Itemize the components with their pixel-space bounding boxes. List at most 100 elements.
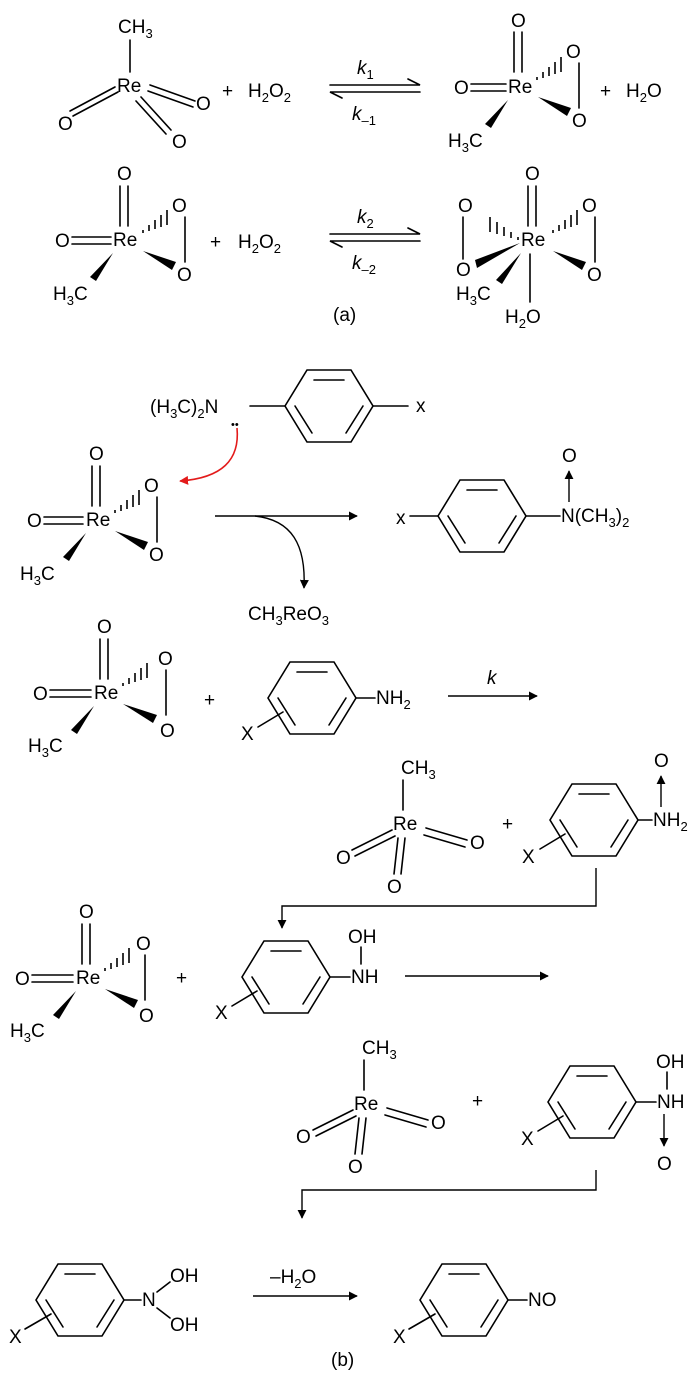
wedge-bond [105, 989, 138, 1008]
nh-group: NH [657, 1092, 684, 1113]
rate-constant-k1: k1 [357, 58, 374, 82]
lone-pair-dots: •• [231, 419, 239, 431]
equilibrium-arrow-1: k1 k–1 [329, 58, 421, 128]
oxo-label: O [15, 969, 30, 990]
peroxo-oxygen-label: O [572, 111, 587, 132]
peroxo-oxygen-label: O [144, 476, 159, 497]
monoperoxo-complex-a1: O Re O O O H3C [448, 11, 587, 155]
oxo-label: O [55, 231, 70, 252]
rhenium-label: Re [76, 968, 100, 989]
wedge-bond [553, 251, 586, 270]
wedge-bond [496, 253, 521, 284]
wedge-bond [485, 100, 508, 128]
oxo-label: O [431, 1113, 446, 1134]
peroxo-oxygen-label: O [582, 196, 597, 217]
oxo-label: O [89, 444, 104, 465]
hashed-bond [114, 490, 140, 513]
methyl-label: H3C [53, 284, 88, 308]
wedge-bond [143, 251, 176, 270]
hydroxyl-group: OH [170, 1315, 199, 1336]
amino-group: NH2 [653, 810, 688, 834]
benzene-ring [35, 1263, 125, 1337]
rate-constant-k-minus1: k–1 [352, 104, 376, 128]
benzene-ring [547, 1065, 637, 1139]
rhenium-label: Re [354, 1094, 378, 1115]
hashed-bond [104, 948, 130, 971]
rate-constant-k-minus2: k–2 [352, 253, 376, 277]
substituent-x: x [396, 508, 406, 529]
mto-methyl-label: CH3 [362, 1038, 397, 1062]
panel-label-b: (b) [331, 1350, 354, 1371]
substituent-x: X [522, 847, 535, 868]
oxo-label: O [348, 1157, 363, 1178]
oxo-label: O [27, 511, 42, 532]
aniline: NH2 X [241, 661, 411, 745]
methyl-label: H3C [448, 131, 483, 155]
oxo-label: O [525, 164, 540, 185]
rhenium-label: Re [94, 683, 118, 704]
mto-methyl-label: CH3 [118, 17, 153, 41]
monoperoxo-complex-b1: O Re O O O H3C [20, 444, 164, 588]
rhenium-label: Re [393, 814, 417, 835]
rhenium-label: Re [521, 230, 545, 251]
diperoxo-complex-a2: O Re O O O O H3C H2O [456, 164, 602, 331]
peroxo-oxygen-label: O [456, 260, 471, 281]
nitroso-group: NO [528, 1290, 557, 1311]
oxo-label: O [336, 848, 351, 869]
oxo-label: O [58, 114, 73, 135]
peroxo-oxygen-label: O [566, 42, 581, 63]
byproduct-arrow [254, 515, 309, 589]
oxo-label: O [511, 11, 526, 32]
hydrogen-peroxide: H2O2 [248, 81, 291, 105]
rhenium-label: Re [508, 77, 532, 98]
n-oxide-oxygen: O [562, 446, 577, 467]
methyl-label: H3C [28, 736, 63, 760]
n-arylhydroxylamine-n-oxide: NH OH O X [521, 1052, 685, 1175]
wedge-bond [115, 531, 148, 550]
benzene-ring [284, 369, 374, 443]
wedge-bond [90, 253, 113, 281]
mto-methyl-label: CH3 [401, 758, 436, 782]
hydroxyl-group: OH [170, 1266, 199, 1287]
oxo-label: O [387, 877, 402, 898]
hydroxyl-group: OH [656, 1052, 685, 1073]
mto-b3: CH3 Re O O O [296, 1038, 446, 1178]
dihydroxylamine: N OH OH X [9, 1263, 199, 1348]
rhenium-label: Re [117, 76, 141, 97]
rate-constant-k: k [487, 668, 498, 689]
dimethylamino-group: (H3C)2N [150, 397, 218, 421]
oxo-label: O [470, 833, 485, 854]
panel-label-a: (a) [333, 305, 356, 326]
peroxo-oxygen-label: O [139, 1006, 154, 1027]
peroxo-oxygen-label: O [160, 721, 175, 742]
oxo-label: O [33, 684, 48, 705]
hashed-bond [489, 217, 519, 240]
benzene-ring [549, 783, 639, 857]
substituent-x: X [393, 1327, 406, 1348]
monoperoxo-complex-b3: O Re O O O H3C [10, 902, 154, 1045]
water-ligand: H2O [505, 307, 541, 331]
connector-arrow [297, 1170, 597, 1219]
wedge-bond [53, 991, 76, 1019]
mto-byproduct: CH3ReO3 [248, 604, 329, 628]
water: H2O [626, 81, 662, 105]
methyl-label: H3C [10, 1021, 45, 1045]
rhenium-label: Re [113, 230, 137, 251]
substituent-x: X [521, 1129, 534, 1150]
n-oxide-amine: N(CH3)2 [561, 506, 629, 530]
nitrogen-label: N [142, 1290, 156, 1311]
monoperoxo-complex-b2: O Re O O O H3C [28, 617, 175, 760]
methyl-label: H3C [456, 284, 491, 308]
plus-sign: + [204, 690, 215, 711]
oxo-label: O [79, 902, 94, 923]
peroxo-oxygen-label: O [177, 265, 192, 286]
wedge-bond [475, 243, 520, 268]
plus-sign: + [600, 81, 611, 102]
wedge-bond [123, 704, 157, 723]
hashed-bond [122, 663, 148, 686]
peroxo-oxygen-label: O [587, 265, 602, 286]
monoperoxo-complex-a2: O Re O O O H3C [53, 164, 192, 308]
oxo-label: O [454, 78, 469, 99]
peroxo-oxygen-label: O [172, 196, 187, 217]
